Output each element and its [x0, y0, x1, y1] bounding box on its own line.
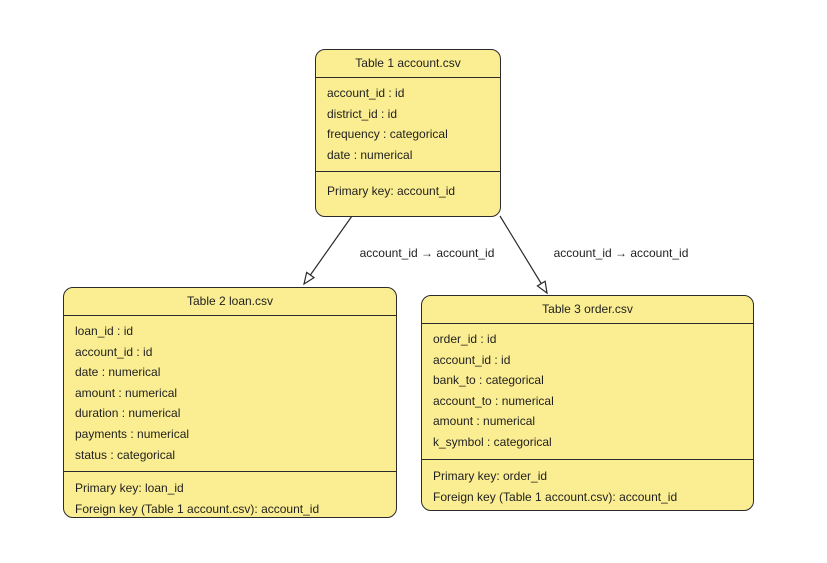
primary-key-row: Primary key: loan_id [75, 481, 184, 496]
foreign-key-row: Foreign key (Table 1 account.csv): accou… [433, 489, 678, 504]
field-row: account_id : id [327, 86, 405, 100]
table-title: Table 2 loan.csv [64, 288, 396, 316]
field-row: bank_to : categorical [433, 373, 544, 388]
table-fields-section: order_id : id account_id : id bank_to : … [422, 324, 753, 460]
primary-key-row: Primary key: account_id [327, 184, 456, 199]
table-node-order: Table 3 order.csv order_id : id account_… [421, 295, 754, 511]
field-row: order_id : id [433, 332, 497, 346]
field-row: account_to : numerical [433, 393, 554, 408]
table-keys-section: Primary key: order_id Foreign key (Table… [422, 460, 753, 510]
field-row: date : numerical [75, 365, 161, 380]
field-row: status : categorical [75, 447, 176, 462]
field-row: amount : numerical [433, 414, 536, 429]
field-row: district_id : id [327, 106, 398, 121]
table-keys-section: Primary key: account_id [316, 172, 500, 216]
table-fields-section: account_id : id district_id : id frequen… [316, 78, 500, 173]
table-node-account: Table 1 account.csv account_id : id dist… [315, 49, 501, 217]
edge-label-account-to-order: account_id → account_id [553, 246, 689, 260]
table-node-loan: Table 2 loan.csv loan_id : id account_id… [63, 287, 397, 518]
table-keys-section: Primary key: loan_id Foreign key (Table … [64, 472, 396, 517]
field-row: account_id : id [433, 352, 511, 367]
field-row: date : numerical [327, 147, 413, 162]
field-row: duration : numerical [75, 406, 181, 421]
field-row: loan_id : id [75, 324, 134, 338]
foreign-key-row: Foreign key (Table 1 account.csv): accou… [75, 502, 320, 517]
field-row: account_id : id [75, 344, 153, 359]
edge-account-to-loan [304, 215, 353, 284]
edge-label-account-to-loan: account_id → account_id [359, 246, 495, 260]
table-fields-section: loan_id : id account_id : id date : nume… [64, 316, 396, 473]
field-row: amount : numerical [75, 385, 178, 400]
primary-key-row: Primary key: order_id [433, 468, 548, 483]
edge-account-to-order [499, 215, 547, 293]
field-row: k_symbol : categorical [433, 434, 552, 449]
table-title: Table 3 order.csv [422, 296, 753, 324]
field-row: frequency : categorical [327, 127, 448, 142]
table-title: Table 1 account.csv [316, 50, 500, 78]
field-row: payments : numerical [75, 426, 190, 441]
